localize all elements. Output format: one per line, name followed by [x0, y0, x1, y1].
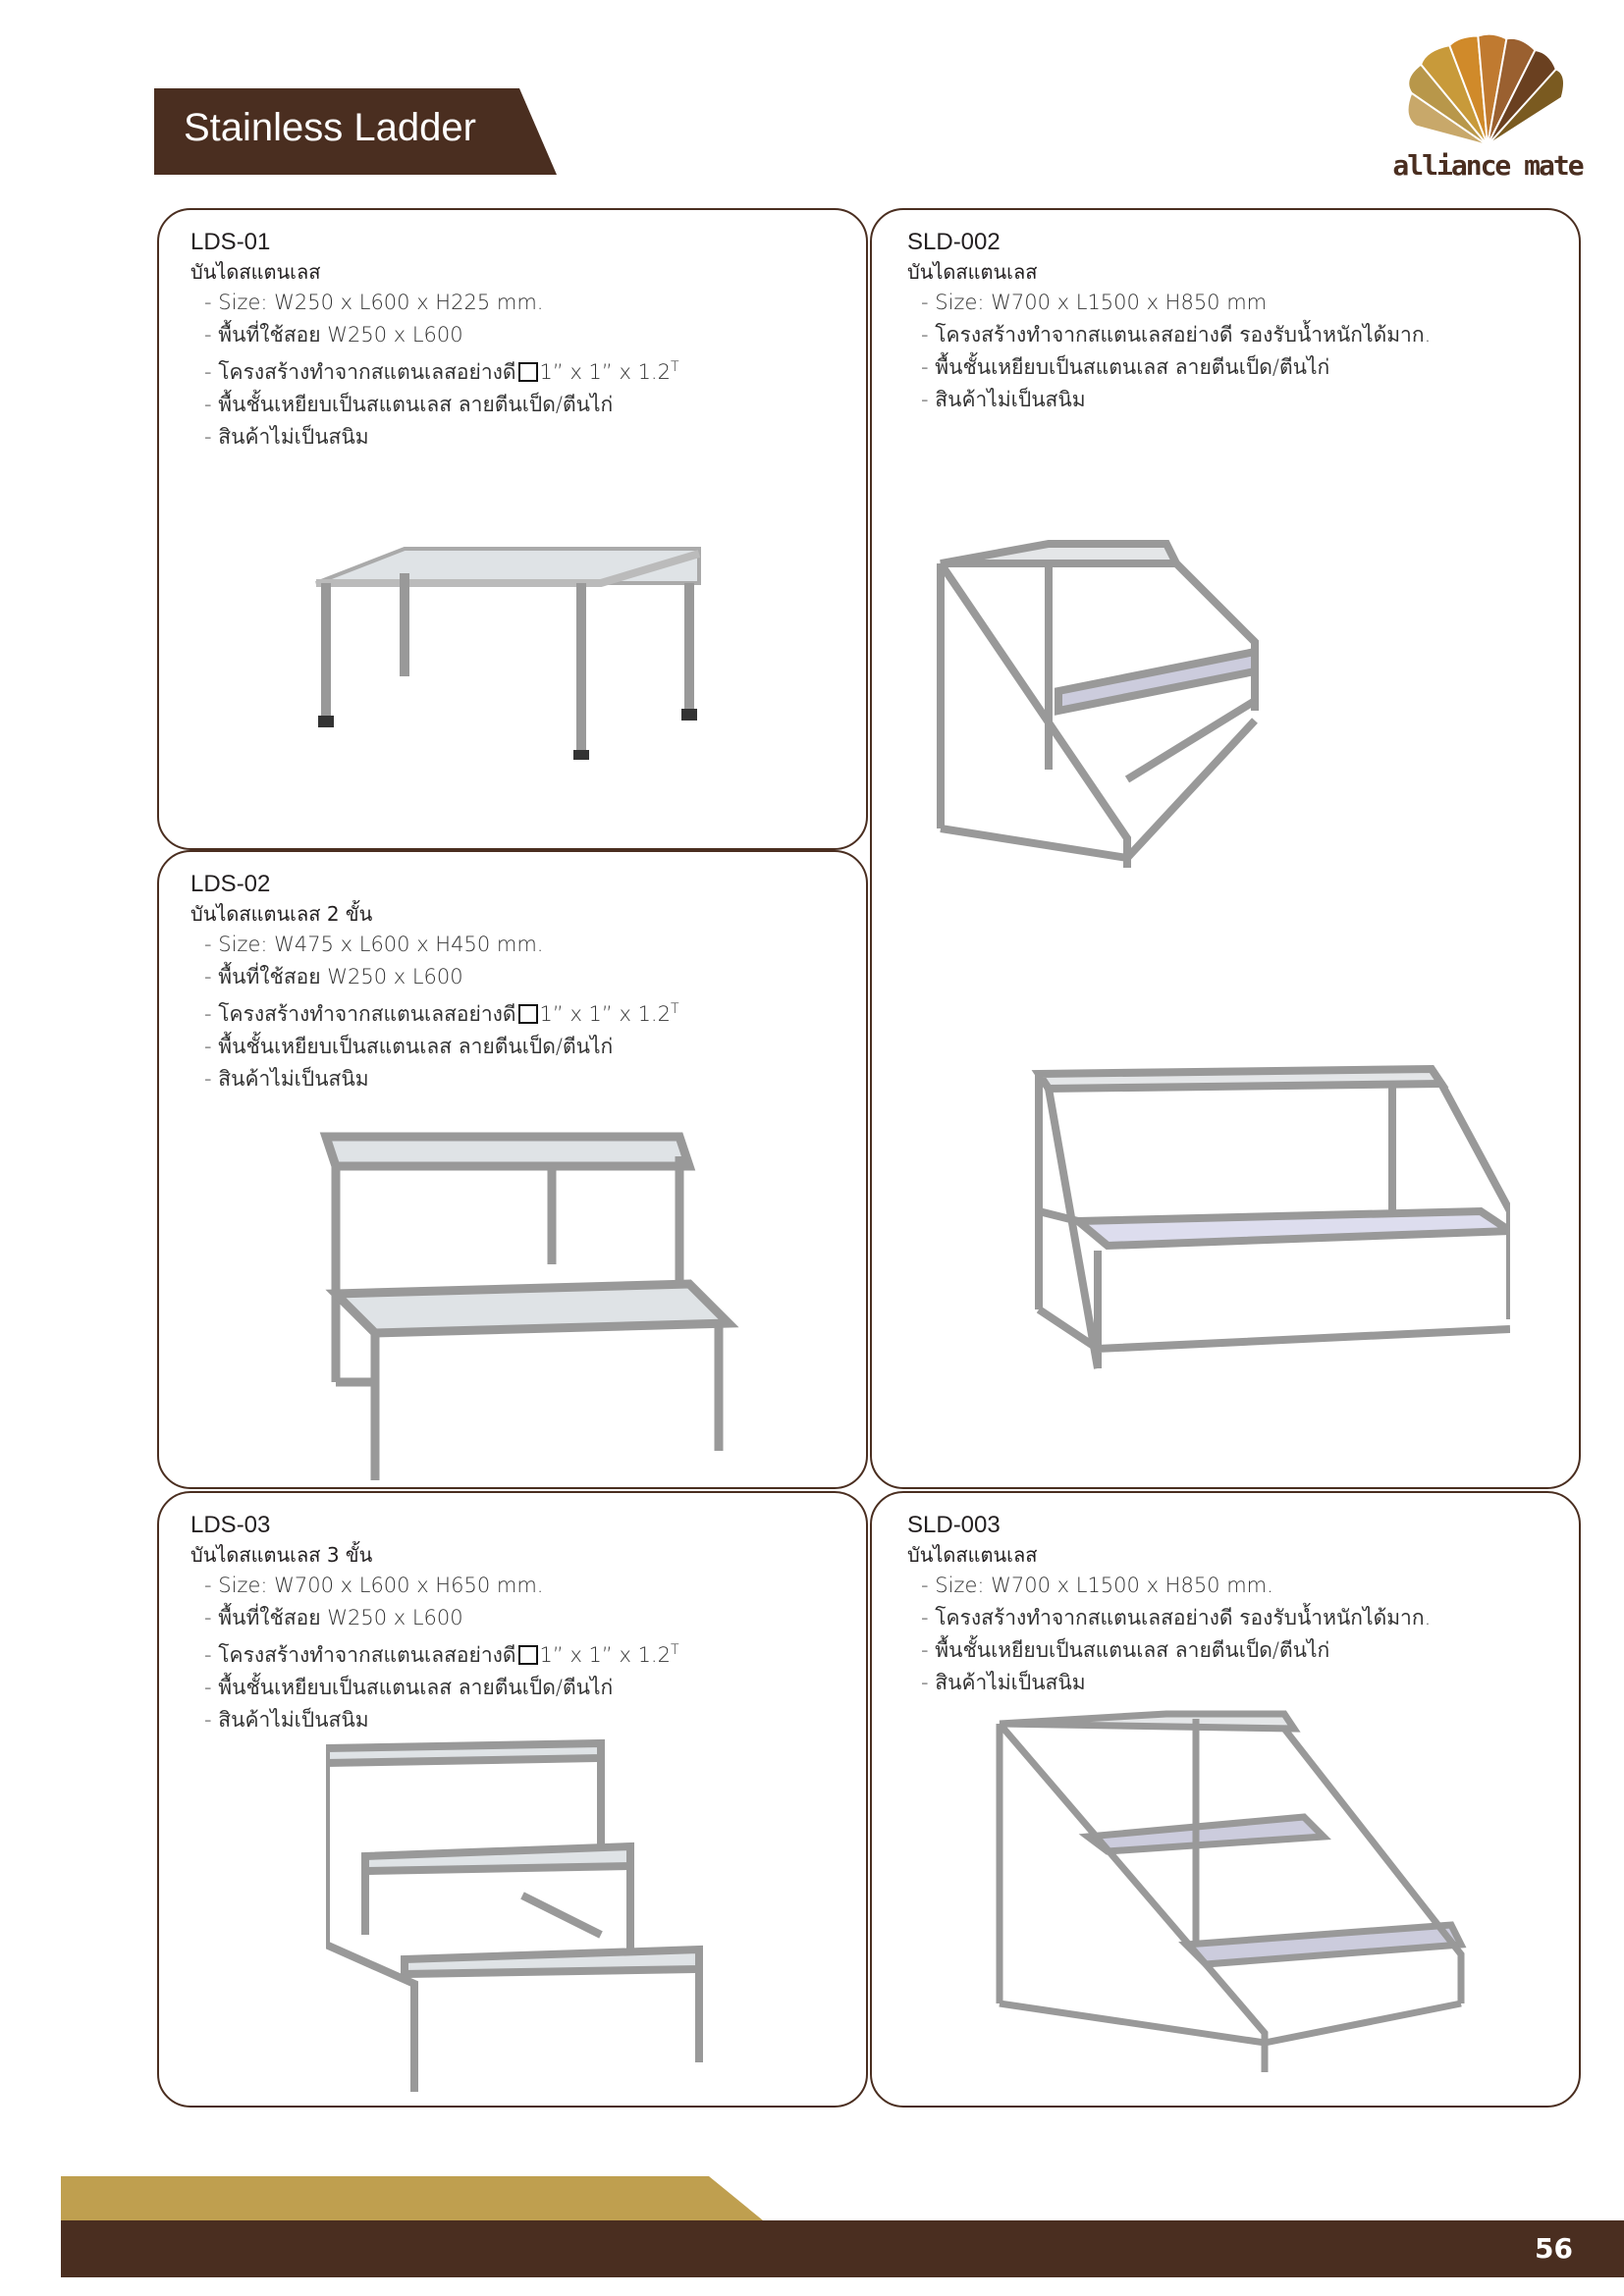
product-card-sld-002: SLD-002 บันไดสแตนเลส Size: W700 x L1500 … [870, 208, 1581, 1489]
spec-item: โครงสร้างทำจากสแตนเลสอย่างดี1” x 1” x 1.… [204, 1634, 678, 1672]
product-card-lds-02: LDS-02 บันไดสแตนเลส 2 ขั้น Size: W475 x … [157, 850, 868, 1489]
spec-item: โครงสร้างทำจากสแตนเลสอย่างดี1” x 1” x 1.… [204, 351, 678, 389]
spec-item: Size: W700 x L600 x H650 mm. [204, 1570, 679, 1602]
spec-item: พื้นชั้นเหยียบเป็นสแตนเลส ลายตีนเป็ด/ตีน… [921, 1634, 1431, 1667]
product-image-sld-002-angle [1031, 1064, 1510, 1369]
product-card-sld-003: SLD-003 บันไดสแตนเลส Size: W700 x L1500 … [870, 1491, 1581, 2108]
product-name: บันไดสแตนเลส [907, 1543, 1038, 1567]
spec-item: พื้นที่ใช้สอย W250 x L600 [204, 319, 679, 351]
square-tube-icon [517, 362, 538, 382]
spec-item: สินค้าไม่เป็นสนิม [204, 421, 679, 454]
product-name: บันไดสแตนเลส 3 ขั้น [190, 1543, 373, 1567]
spec-item: พื้นที่ใช้สอย W250 x L600 [204, 1602, 679, 1634]
spec-item: โครงสร้างทำจากสแตนเลสอย่างดี1” x 1” x 1.… [204, 993, 678, 1031]
spec-item: โครงสร้างทำจากสแตนเลสอย่างดี รองรับน้ำหน… [921, 319, 1431, 351]
spec-item: พื้นชั้นเหยียบเป็นสแตนเลส ลายตีนเป็ด/ตีน… [921, 351, 1431, 384]
spec-item: พื้นชั้นเหยียบเป็นสแตนเลส ลายตีนเป็ด/ตีน… [204, 1031, 679, 1063]
section-title: Stainless Ladder [184, 106, 476, 149]
square-tube-icon [517, 1645, 538, 1665]
product-name: บันไดสแตนเลส 2 ขั้น [190, 902, 373, 926]
spec-item: Size: W250 x L600 x H225 mm. [204, 287, 679, 319]
product-code: LDS-03 [190, 1512, 271, 1538]
spec-item: สินค้าไม่เป็นสนิม [204, 1704, 679, 1736]
product-image-lds-02 [319, 1132, 739, 1480]
product-name: บันไดสแตนเลส [190, 260, 321, 284]
footer-accent-bar [61, 2176, 763, 2220]
product-card-lds-01: LDS-01 บันไดสแตนเลส Size: W250 x L600 x … [157, 208, 868, 850]
section-title-banner: Stainless Ladder [154, 88, 557, 175]
product-image-lds-03 [326, 1738, 703, 2092]
spec-item: โครงสร้างทำจากสแตนเลสอย่างดี รองรับน้ำหน… [921, 1602, 1431, 1634]
product-name: บันไดสแตนเลส [907, 260, 1038, 284]
spec-item: Size: W475 x L600 x H450 mm. [204, 929, 679, 961]
spec-item: พื้นที่ใช้สอย W250 x L600 [204, 961, 679, 993]
spec-item: สินค้าไม่เป็นสนิม [204, 1063, 679, 1095]
product-code: LDS-01 [190, 229, 271, 255]
spec-item: Size: W700 x L1500 x H850 mm. [921, 1570, 1431, 1602]
spec-item: พื้นชั้นเหยียบเป็นสแตนเลส ลายตีนเป็ด/ตีน… [204, 389, 679, 421]
page-number: 56 [1535, 2232, 1573, 2265]
square-tube-icon [517, 1004, 538, 1024]
product-code: SLD-003 [907, 1512, 1001, 1538]
spec-item: พื้นชั้นเหยียบเป็นสแตนเลส ลายตีนเป็ด/ตีน… [204, 1672, 679, 1704]
product-card-lds-03: LDS-03 บันไดสแตนเลส 3 ขั้น Size: W700 x … [157, 1491, 868, 2108]
brand-name: alliance mate [1392, 149, 1584, 182]
product-image-lds-01 [315, 547, 701, 760]
shell-logo-icon [1406, 32, 1565, 145]
product-code: SLD-002 [907, 229, 1001, 255]
spec-item: Size: W700 x L1500 x H850 mm [921, 287, 1431, 319]
spec-item: สินค้าไม่เป็นสนิม [921, 384, 1431, 416]
brand-logo: alliance mate [1375, 22, 1600, 187]
spec-item: สินค้าไม่เป็นสนิม [921, 1667, 1431, 1699]
product-image-sld-003 [996, 1710, 1467, 2072]
footer-bar: 56 [61, 2220, 1624, 2277]
product-code: LDS-02 [190, 871, 271, 897]
product-image-sld-002-front [937, 540, 1259, 868]
